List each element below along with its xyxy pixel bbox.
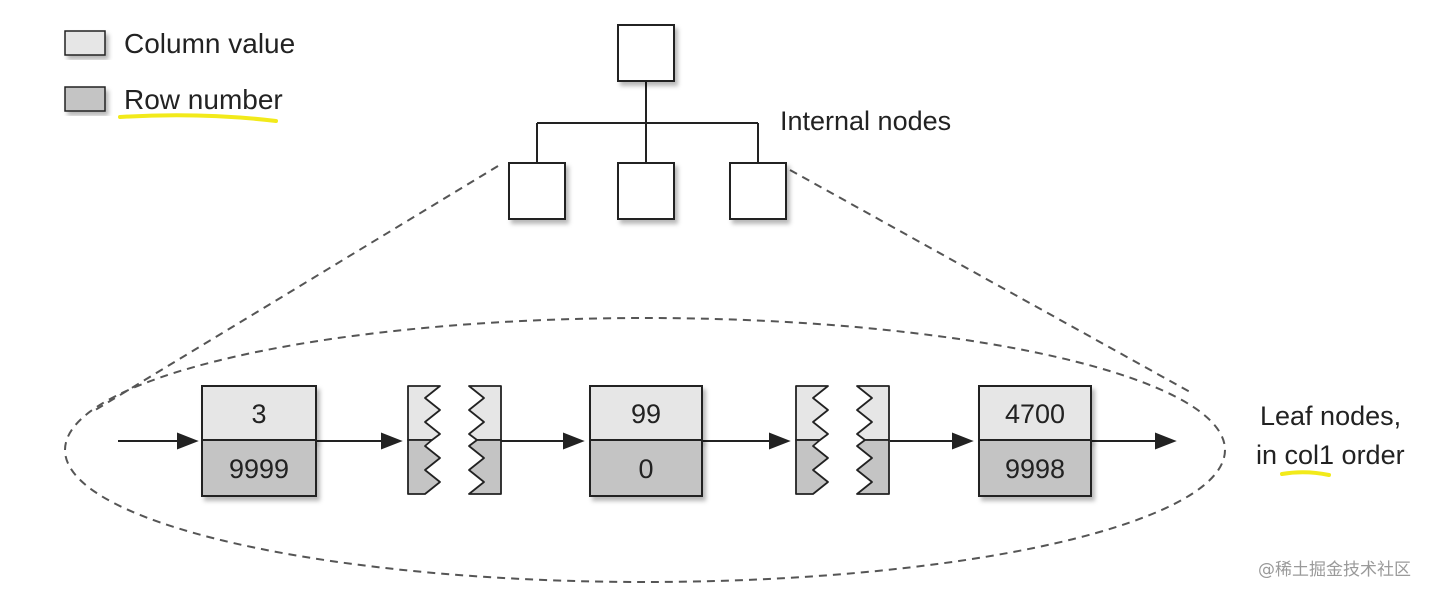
leaf-nodes-label-line1: Leaf nodes, <box>1260 401 1401 431</box>
leaf-node-row-number: 9998 <box>1005 454 1065 484</box>
zoom-line-right <box>789 169 1191 393</box>
leaf-node-row-cell <box>589 439 703 497</box>
torn-node-right-value <box>468 385 502 441</box>
leaf-chain: 3 9999 99 0 4700 9998 <box>118 385 1177 497</box>
zoom-lines <box>91 165 1191 413</box>
leaf-arrow-in-head <box>177 432 199 450</box>
legend-swatch-column-value <box>64 30 106 56</box>
leaf-node: 4700 9998 <box>978 385 1092 497</box>
leaf-node: 99 0 <box>589 385 703 497</box>
leaf-node-value: 99 <box>631 399 661 429</box>
leaf-node-row-number: 0 <box>638 454 653 484</box>
leaf-node-value-cell <box>201 385 317 441</box>
zoom-line-left <box>91 165 499 413</box>
watermark: @稀土掘金技术社区 <box>1258 560 1411 580</box>
tree-child-node-middle <box>617 162 675 220</box>
col1-highlight-underline <box>1280 470 1331 477</box>
elided-leaf-section <box>795 385 890 495</box>
leaf-arrow-4-head <box>952 432 974 450</box>
internal-nodes-tree: Internal nodes <box>508 24 951 220</box>
leaf-arrow-1-head <box>381 432 403 450</box>
leaf-node-row-number: 9999 <box>229 454 289 484</box>
legend: Column value Row number <box>64 28 295 123</box>
legend-label-column-value: Column value <box>124 28 295 59</box>
leaf-arrow-out-head <box>1155 432 1177 450</box>
legend-label-row-number: Row number <box>124 84 283 115</box>
torn-node-left-row <box>795 439 829 495</box>
torn-node-left-value <box>795 385 829 441</box>
leaf-arrow-2-head <box>563 432 585 450</box>
leaf-node-row-cell <box>978 439 1092 497</box>
tree-child-node-right <box>729 162 787 220</box>
leaf-node-value-cell <box>978 385 1092 441</box>
internal-nodes-label: Internal nodes <box>780 106 951 136</box>
leaf-node-value: 3 <box>251 399 266 429</box>
legend-highlight-underline <box>118 113 278 123</box>
leaf-node-value: 4700 <box>1005 399 1065 429</box>
leaf-nodes-label: Leaf nodes, in col1 order <box>1256 401 1405 477</box>
torn-node-right-row <box>468 439 502 495</box>
elided-leaf-section <box>407 385 502 495</box>
leaf-node-value-cell <box>589 385 703 441</box>
torn-node-left-value <box>407 385 441 441</box>
leaf-arrows <box>118 432 1177 450</box>
legend-swatch-row-number <box>64 86 106 112</box>
leaf-arrow-3-head <box>769 432 791 450</box>
torn-node-left-row <box>407 439 441 495</box>
leaf-nodes-label-line2: in col1 order <box>1256 440 1405 470</box>
leaf-node: 3 9999 <box>201 385 317 497</box>
tree-root-node <box>617 24 675 82</box>
tree-child-node-left <box>508 162 566 220</box>
torn-node-right-row <box>856 439 890 495</box>
torn-node-right-value <box>856 385 890 441</box>
leaf-node-row-cell <box>201 439 317 497</box>
leaf-level-ellipse <box>64 317 1226 583</box>
